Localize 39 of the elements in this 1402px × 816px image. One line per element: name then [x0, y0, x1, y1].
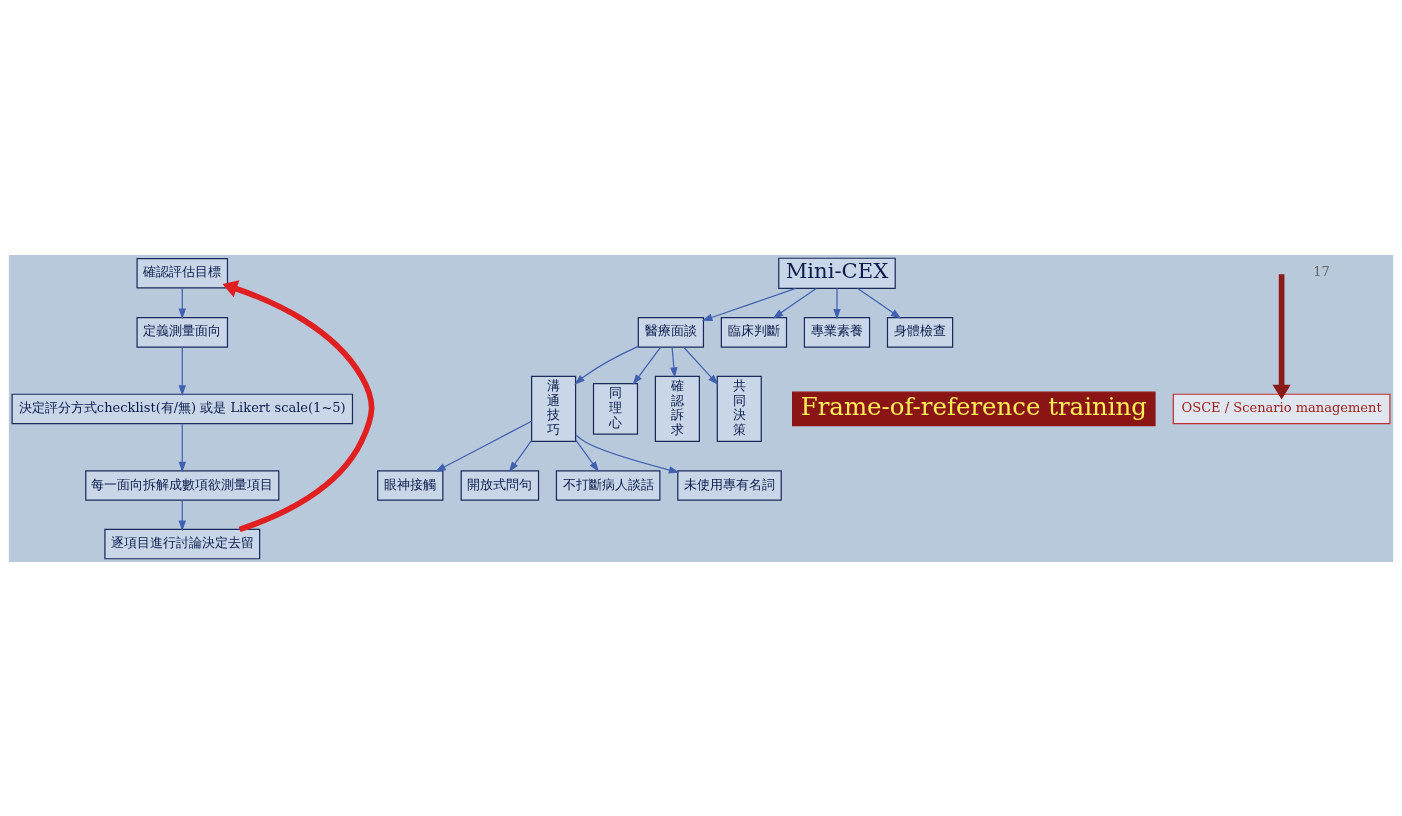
arrow	[178, 422, 186, 472]
node-box: 確認評估目標	[136, 257, 229, 289]
node-box: 確認訴求	[654, 375, 700, 442]
arrow	[178, 499, 186, 531]
arrow	[575, 433, 680, 474]
node-box: 不打斷病人談話	[555, 469, 661, 501]
node-box: 定義測量面向	[136, 316, 229, 348]
arrow	[178, 346, 186, 396]
node-box: 每一面向拆解成數項欲測量項目	[85, 469, 280, 501]
arrow	[701, 287, 797, 321]
arrow	[683, 346, 719, 385]
node-box: 同理心	[592, 382, 639, 435]
node-box: 共同決策	[716, 375, 762, 442]
arrow	[574, 345, 639, 385]
node-box: 逐項目進行討論決定去留	[104, 528, 261, 559]
arrow	[575, 438, 599, 472]
arrow	[772, 287, 817, 319]
node-box: 專業素養	[803, 316, 871, 348]
arrow	[632, 346, 662, 385]
arrow	[178, 286, 186, 319]
node-box: 身體檢查	[886, 316, 954, 348]
arrow	[508, 439, 533, 472]
node-box: 未使用專有名詞	[677, 469, 782, 501]
arrow	[435, 420, 533, 472]
node-box: 溝通技巧	[531, 375, 577, 442]
arrow	[833, 287, 841, 319]
node-box: 眼神接觸	[377, 469, 444, 501]
label: 17	[1313, 263, 1330, 279]
node-box: Mini-CEX	[778, 257, 896, 289]
arrow	[222, 279, 375, 532]
node-box: 醫療面談	[637, 316, 705, 348]
arrow	[670, 346, 678, 378]
node-box: 決定評分方式checklist(有/無) 或是 Likert scale(1~5)	[11, 393, 354, 424]
arrow	[857, 287, 902, 319]
node-box: 開放式問句	[460, 469, 540, 501]
node-box: Frame-of-reference training	[792, 391, 1156, 426]
node-box: 臨床判斷	[720, 316, 788, 348]
node-box: OSCE / Scenario management	[1172, 393, 1391, 424]
arrow	[1272, 273, 1291, 400]
